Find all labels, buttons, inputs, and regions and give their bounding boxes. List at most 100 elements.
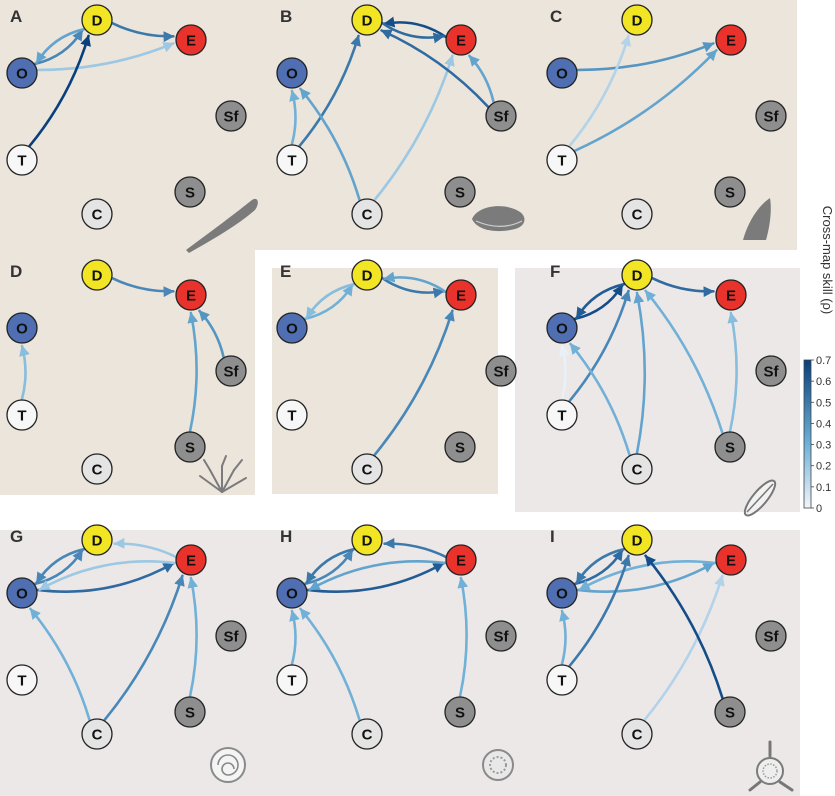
edge-d-to-o bbox=[575, 282, 626, 319]
node-circle bbox=[714, 696, 746, 728]
node-e: E bbox=[445, 24, 477, 56]
panel-letter: D bbox=[10, 262, 22, 281]
node-circle bbox=[621, 718, 653, 750]
node-label: O bbox=[16, 586, 28, 603]
edge-t-to-o bbox=[19, 344, 30, 401]
node-circle bbox=[546, 312, 578, 344]
node-circle bbox=[6, 312, 38, 344]
node-circle bbox=[445, 24, 477, 56]
node-circle bbox=[276, 399, 308, 431]
spined-radiolarian-icon bbox=[748, 740, 794, 792]
node-label: T bbox=[17, 673, 26, 690]
edge-o-to-e bbox=[576, 562, 715, 593]
edge-c-to-o bbox=[299, 607, 361, 722]
node-label: C bbox=[632, 727, 643, 744]
edge-s-to-e bbox=[727, 311, 739, 433]
node-label: S bbox=[725, 185, 735, 202]
node-label: E bbox=[456, 553, 466, 570]
foraminifera-spiral-icon bbox=[217, 754, 239, 776]
node-circle bbox=[546, 57, 578, 89]
panel-background-cool bbox=[0, 530, 800, 796]
node-circle bbox=[351, 198, 383, 230]
colorbar-tick-label: 0.7 bbox=[816, 355, 831, 367]
node-sf: Sf bbox=[485, 620, 517, 652]
panel-letter: H bbox=[280, 527, 292, 546]
bivalve-line-icon bbox=[475, 220, 523, 227]
node-label: E bbox=[726, 33, 736, 50]
node-label: O bbox=[16, 321, 28, 338]
node-e: E bbox=[445, 544, 477, 576]
node-label: Sf bbox=[494, 109, 510, 126]
edge-t-to-d bbox=[298, 34, 361, 148]
node-circle bbox=[81, 198, 113, 230]
edge-c-to-o bbox=[29, 607, 91, 722]
node-sf: Sf bbox=[755, 355, 787, 387]
edge-e-to-d bbox=[113, 537, 177, 558]
node-circle bbox=[755, 355, 787, 387]
node-t: T bbox=[6, 144, 38, 176]
edge-c-to-d bbox=[633, 291, 647, 455]
edge-d-to-o bbox=[35, 547, 86, 584]
node-label: C bbox=[362, 207, 373, 224]
node-circle bbox=[715, 24, 747, 56]
node-s: S bbox=[714, 176, 746, 208]
node-sf: Sf bbox=[215, 355, 247, 387]
node-circle bbox=[351, 718, 383, 750]
node-circle bbox=[546, 399, 578, 431]
node-c: C bbox=[81, 718, 113, 750]
node-circle bbox=[351, 4, 383, 36]
node-s: S bbox=[174, 176, 206, 208]
node-label: D bbox=[92, 533, 103, 550]
edge-t-to-o bbox=[559, 344, 570, 401]
node-label: T bbox=[287, 673, 296, 690]
edge-o-to-e bbox=[576, 42, 715, 72]
tusk-shell-icon bbox=[186, 198, 258, 253]
node-d: D bbox=[81, 259, 113, 291]
node-circle bbox=[81, 453, 113, 485]
node-label: S bbox=[455, 185, 465, 202]
node-label: D bbox=[92, 268, 103, 285]
edge-c-to-e bbox=[373, 309, 455, 457]
panel-letter: C bbox=[550, 7, 562, 26]
node-o: O bbox=[546, 57, 578, 89]
edge-d-to-e bbox=[111, 22, 175, 43]
edge-s-to-e bbox=[187, 311, 199, 433]
node-label: Sf bbox=[224, 109, 240, 126]
node-circle bbox=[715, 544, 747, 576]
node-label: O bbox=[556, 66, 568, 83]
node-label: T bbox=[17, 408, 26, 425]
edge-s-to-e bbox=[187, 576, 199, 698]
node-circle bbox=[276, 312, 308, 344]
edge-sf-to-d bbox=[380, 29, 490, 108]
node-circle bbox=[276, 664, 308, 696]
colorbar-title: Cross-map skill (ρ) bbox=[820, 206, 835, 315]
node-label: S bbox=[185, 440, 195, 457]
node-sf: Sf bbox=[755, 620, 787, 652]
edge-t-to-d bbox=[568, 554, 631, 668]
edge-e-to-d bbox=[383, 271, 447, 293]
panel-background-cool bbox=[515, 268, 800, 512]
node-label: Sf bbox=[764, 109, 780, 126]
node-circle bbox=[351, 524, 383, 556]
node-label: E bbox=[456, 288, 466, 305]
node-circle bbox=[6, 664, 38, 696]
node-o: O bbox=[276, 312, 308, 344]
edge-s-to-d bbox=[644, 554, 724, 700]
edge-d-to-e bbox=[381, 22, 445, 44]
node-sf: Sf bbox=[215, 100, 247, 132]
node-t: T bbox=[546, 144, 578, 176]
edge-c-to-o bbox=[299, 87, 361, 202]
edge-sf-to-e bbox=[468, 54, 495, 104]
node-circle bbox=[621, 259, 653, 291]
node-sf: Sf bbox=[755, 100, 787, 132]
node-s: S bbox=[714, 431, 746, 463]
edge-t-to-o bbox=[289, 89, 300, 146]
node-label: D bbox=[632, 533, 643, 550]
edge-t-to-d bbox=[568, 34, 631, 148]
node-label: E bbox=[186, 288, 196, 305]
node-sf: Sf bbox=[485, 100, 517, 132]
node-label: E bbox=[186, 33, 196, 50]
